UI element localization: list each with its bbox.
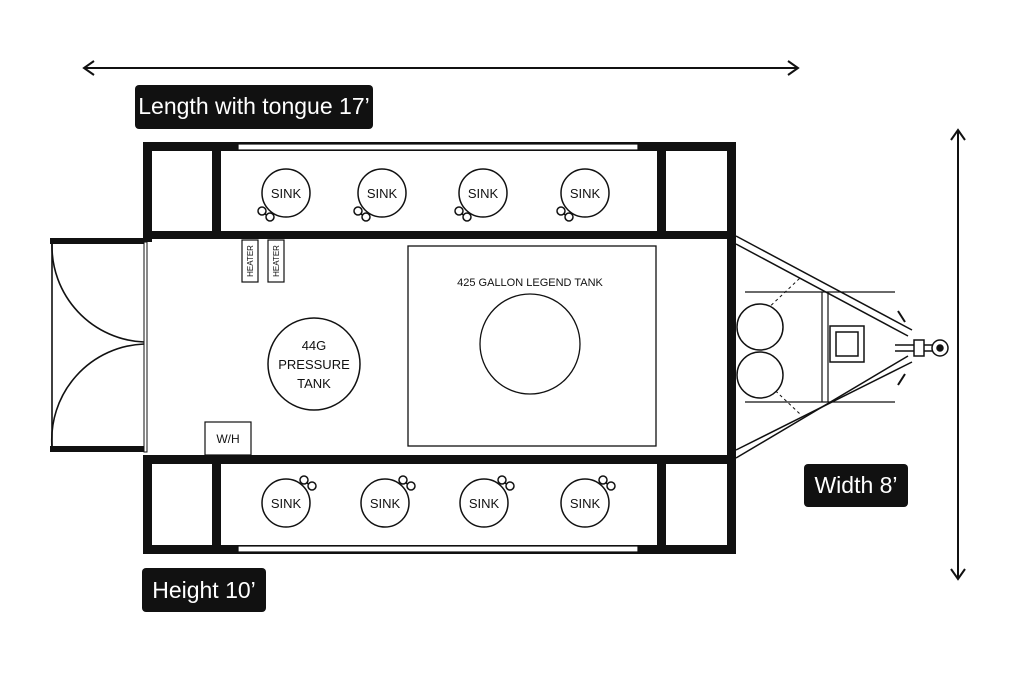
faucet-icon [598,475,616,491]
top-sink-4: SINK [556,168,610,222]
sink-label: SINK [271,186,302,201]
trailer-tongue [735,235,949,459]
heater-label: HEATER [246,245,255,277]
height-badge: Height 10’ [142,568,266,612]
faucet-icon [454,206,472,222]
water-heater: W/H [204,421,252,456]
heater-1: HEATER [241,239,259,283]
faucet-icon [299,475,317,491]
faucet-icon [398,475,416,491]
sink-label: SINK [367,186,398,201]
heater-label: HEATER [272,245,281,277]
width-badge: Width 8’ [804,464,908,507]
faucet-icon [556,206,574,222]
window-strips [237,143,639,553]
bottom-sink-2: SINK [360,475,416,528]
pressure-tank-label-2: TANK [297,376,331,391]
tongue-box-icon [829,325,865,363]
top-sinks: SINK SINK SINK SINK [257,168,610,222]
sink-label: SINK [570,186,601,201]
length-badge: Length with tongue 17’ [135,85,373,129]
width-arrow [950,128,966,581]
pressure-tank-label: PRESSURE [278,357,350,372]
length-arrow [82,60,800,76]
length-label: Length with tongue 17’ [138,93,369,119]
heaters: HEATER HEATER [241,239,285,283]
sink-label: SINK [370,496,401,511]
width-label: Width 8’ [814,472,897,498]
faucet-icon [353,206,371,222]
sink-label: SINK [570,496,601,511]
top-sink-1: SINK [257,168,311,222]
entry-doors [50,238,148,453]
sink-label: SINK [469,496,500,511]
legend-tank: 425 GALLON LEGEND TANK [407,245,657,447]
top-sink-3: SINK [454,168,508,222]
height-label: Height 10’ [152,577,256,603]
legend-tank-label: 425 GALLON LEGEND TANK [457,277,603,289]
top-sink-2: SINK [353,168,407,222]
heater-2: HEATER [267,239,285,283]
water-heater-label: W/H [216,432,239,446]
pressure-tank: 44G PRESSURE TANK [267,317,361,411]
sink-label: SINK [468,186,499,201]
hitch-coupler-icon [895,310,949,386]
faucet-icon [257,206,275,222]
propane-tank-icon [736,303,784,399]
bottom-sink-1: SINK [261,475,317,528]
pressure-tank-capacity: 44G [302,338,327,353]
bottom-sinks: SINK SINK SINK SINK [261,475,616,528]
sink-label: SINK [271,496,302,511]
bottom-sink-4: SINK [560,475,616,528]
faucet-icon [497,475,515,491]
bottom-sink-3: SINK [459,475,515,528]
